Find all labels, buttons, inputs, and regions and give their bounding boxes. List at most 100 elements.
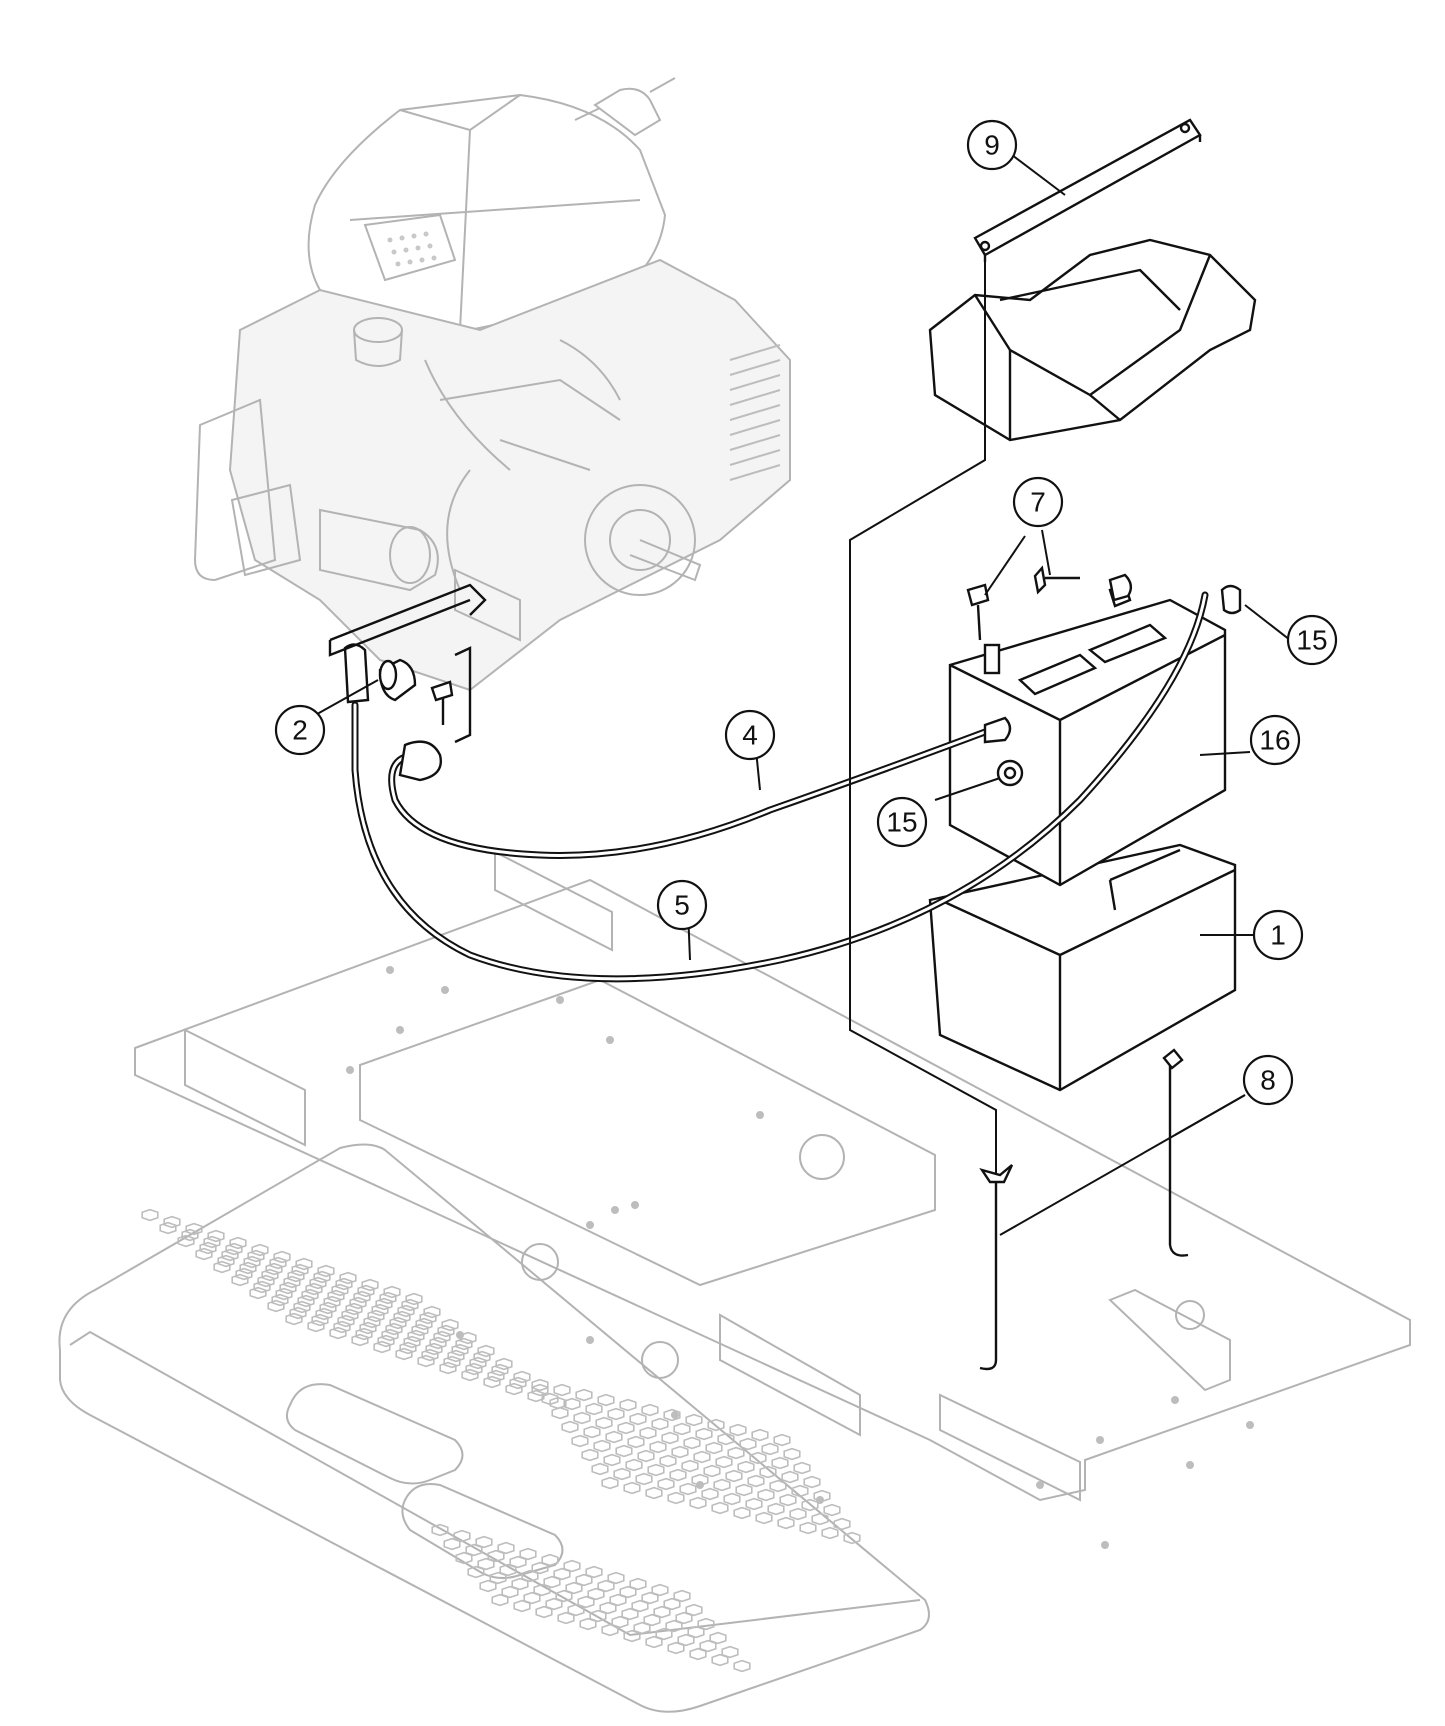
hex-hole: [717, 1432, 735, 1446]
hex-hole: [519, 1547, 537, 1561]
hex-hole: [811, 1512, 829, 1526]
hex-hole: [345, 1302, 363, 1316]
hex-hole: [501, 1585, 519, 1599]
hex-hole: [673, 1422, 691, 1436]
hex-hole: [627, 1435, 645, 1449]
hex-hole: [635, 1472, 653, 1486]
callout-5-label: 5: [674, 890, 690, 921]
hex-hole: [607, 1571, 625, 1585]
hex-hole: [541, 1392, 559, 1406]
hex-hole: [613, 1467, 631, 1481]
hex-hole: [475, 1535, 493, 1549]
hex-hole: [585, 1402, 603, 1416]
battery: [948, 583, 1227, 887]
hex-hole: [213, 1260, 231, 1274]
callout-16: 16: [1249, 714, 1301, 766]
hex-hole: [285, 1312, 303, 1326]
hex-hole: [733, 1659, 751, 1673]
hex-hole: [621, 1607, 639, 1621]
hex-hole: [295, 1257, 313, 1271]
hex-hole: [639, 1426, 657, 1440]
hex-hole: [699, 1639, 717, 1653]
hex-hole: [675, 1611, 693, 1625]
hex-hole: [381, 1328, 399, 1342]
hex-hole: [681, 1459, 699, 1473]
hex-hole: [527, 1389, 545, 1403]
hex-hole: [441, 1318, 459, 1332]
hex-hole: [329, 1326, 347, 1340]
hex-hole: [451, 1343, 469, 1357]
hex-hole: [291, 1263, 309, 1277]
hex-hole: [455, 1337, 473, 1351]
hex-hole: [757, 1488, 775, 1502]
hex-hole: [229, 1236, 247, 1250]
callout-4-label: 4: [742, 720, 758, 751]
hex-hole: [571, 1434, 589, 1448]
frame-platform: [58, 850, 1411, 1713]
hex-hole: [297, 1294, 315, 1308]
hex-hole: [177, 1234, 195, 1248]
hex-hole: [429, 1336, 447, 1350]
hex-hole: [335, 1277, 353, 1291]
hex-hole: [653, 1605, 671, 1619]
hex-hole: [655, 1627, 673, 1641]
hex-hole: [623, 1481, 641, 1495]
hex-hole: [629, 1412, 647, 1426]
hex-hole: [217, 1254, 235, 1268]
hex-hole: [637, 1449, 655, 1463]
hex-hole: [433, 1330, 451, 1344]
hex-hole: [685, 1413, 703, 1427]
hex-hole: [505, 1382, 523, 1396]
hex-hole: [407, 1329, 425, 1343]
hex-hole: [317, 1264, 335, 1278]
hex-hole: [483, 1375, 501, 1389]
hex-hole: [419, 1311, 437, 1325]
hex-hole: [439, 1361, 457, 1375]
hex-hole: [249, 1286, 267, 1300]
hex-hole: [619, 1585, 637, 1599]
hex-hole: [447, 1349, 465, 1363]
hex-hole: [491, 1363, 509, 1377]
hex-hole: [761, 1442, 779, 1456]
hex-hole: [509, 1376, 527, 1390]
hex-perforations: [141, 1208, 861, 1673]
hex-hole: [199, 1241, 217, 1255]
hex-hole: [583, 1425, 601, 1439]
hex-hole: [437, 1324, 455, 1338]
hex-hole: [721, 1645, 739, 1659]
hex-hole: [659, 1454, 677, 1468]
hex-hole: [689, 1496, 707, 1510]
hex-hole: [781, 1470, 799, 1484]
hex-hole: [645, 1486, 663, 1500]
hex-hole: [803, 1475, 821, 1489]
hex-hole: [275, 1287, 293, 1301]
hex-hole: [521, 1569, 539, 1583]
hex-hole: [465, 1543, 483, 1557]
hex-hole: [557, 1611, 575, 1625]
hex-hole: [221, 1248, 239, 1262]
hex-hole: [713, 1478, 731, 1492]
hex-hole: [715, 1455, 733, 1469]
hex-hole: [361, 1278, 379, 1292]
callout-1: 1: [1252, 909, 1304, 961]
hex-hole: [575, 1573, 593, 1587]
hex-hole: [661, 1431, 679, 1445]
hex-hole: [487, 1549, 505, 1563]
hex-hole: [351, 1333, 369, 1347]
hex-hole: [617, 1421, 635, 1435]
hex-hole: [265, 1262, 283, 1276]
hex-hole: [755, 1511, 773, 1525]
hex-hole: [645, 1635, 663, 1649]
hex-hole: [159, 1221, 177, 1235]
hex-hole: [301, 1288, 319, 1302]
hex-hole: [489, 1571, 507, 1585]
hex-hole: [455, 1551, 473, 1565]
hex-hole: [551, 1406, 569, 1420]
hex-hole: [843, 1531, 861, 1545]
hex-hole: [821, 1526, 839, 1540]
hex-hole: [649, 1440, 667, 1454]
hex-hole: [279, 1281, 297, 1295]
hex-hole: [683, 1436, 701, 1450]
hex-hole: [579, 1617, 597, 1631]
